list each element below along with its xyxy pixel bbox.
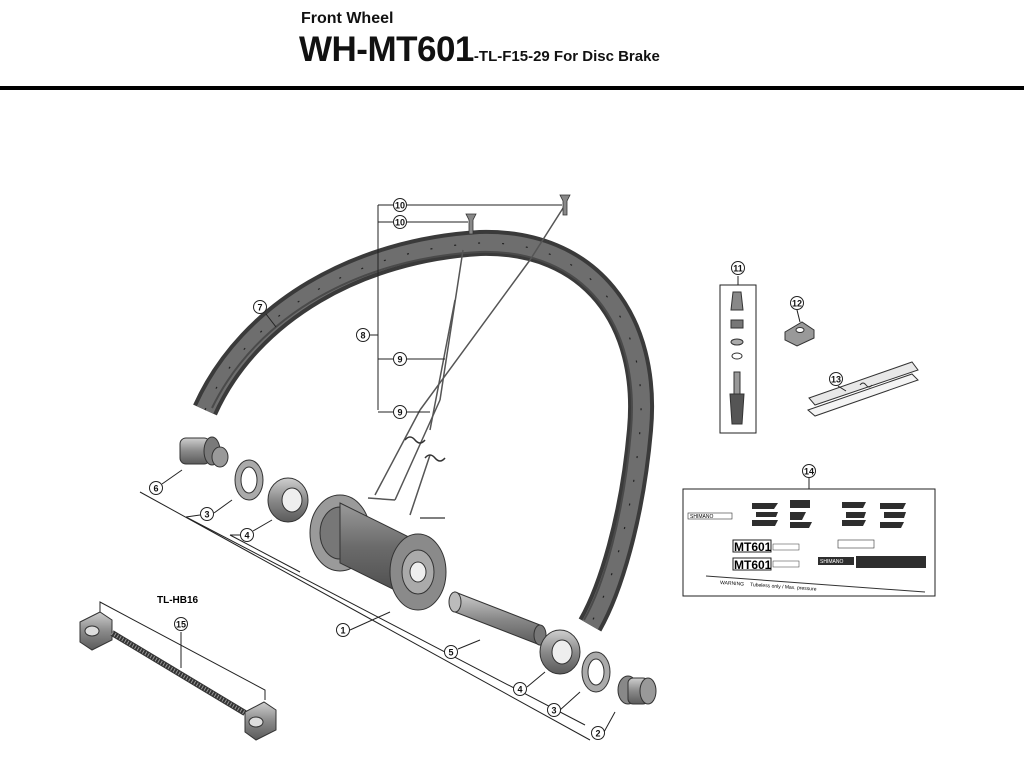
svg-text:6: 6 [153, 484, 158, 494]
callout-9a: 9 [393, 352, 407, 366]
svg-text:14: 14 [804, 467, 814, 477]
svg-text:10: 10 [395, 218, 405, 228]
callout-4-left: 4 [240, 528, 254, 542]
decal-warning-note: Tubeless only / Max. pressure [750, 582, 817, 593]
leader-lines [99, 204, 847, 741]
adapter-label: TL-HB16 [157, 595, 199, 606]
axle [448, 591, 547, 646]
decal-brand-small: SHIMANO [690, 514, 713, 520]
svg-text:15: 15 [176, 620, 186, 630]
svg-text:11: 11 [733, 264, 743, 274]
callout-9b: 9 [393, 405, 407, 419]
spokes [367, 204, 566, 519]
callout-15: 15 [174, 617, 188, 631]
callout-10b: 10 [393, 215, 407, 229]
right-bearing [539, 629, 581, 675]
callout-11: 11 [731, 261, 745, 275]
callout-5: 5 [444, 645, 458, 659]
decal-warning: WARNING [720, 580, 744, 588]
svg-text:1: 1 [340, 626, 345, 636]
svg-text:10: 10 [395, 201, 405, 211]
svg-text:5: 5 [448, 648, 453, 658]
callout-14: 14 [802, 464, 816, 478]
svg-text:8: 8 [360, 331, 365, 341]
tubeless-valve [719, 284, 757, 434]
svg-text:4: 4 [244, 531, 249, 541]
callout-2: 2 [591, 726, 605, 740]
model-suffix: -TL-F15-29 For Disc Brake [473, 48, 660, 65]
svg-text:3: 3 [204, 510, 209, 520]
rim [193, 229, 655, 632]
svg-text:4: 4 [517, 685, 522, 695]
left-end-cap [179, 436, 229, 468]
model-title: WH-MT601-TL-F15-29 For Disc Brake [299, 30, 660, 70]
decal-sheet: SHIMANO MT601 MT601 SHIMANO WARNING Tube… [682, 488, 936, 597]
svg-text:3: 3 [551, 706, 556, 716]
right-end-cap [617, 675, 657, 705]
model-number: WH-MT601 [299, 30, 474, 69]
decal-model-2: MT601 [734, 558, 772, 572]
svg-text:2: 2 [595, 729, 600, 739]
page-subtitle: Front Wheel [301, 10, 394, 27]
callout-8: 8 [356, 328, 370, 342]
callouts: 10 10 8 9 9 7 11 12 13 14 6 3 4 1 5 4 3 … [149, 198, 843, 740]
svg-text:7: 7 [257, 303, 262, 313]
valve-adapter [784, 321, 815, 347]
callout-6: 6 [149, 481, 163, 495]
callout-3-right: 3 [547, 703, 561, 717]
thru-axle-adapter [79, 611, 277, 741]
svg-text:13: 13 [831, 375, 841, 385]
svg-text:9: 9 [397, 355, 402, 365]
callout-13: 13 [829, 372, 843, 386]
callout-7: 7 [253, 300, 267, 314]
spoke-nipples [465, 194, 571, 235]
callout-3-left: 3 [200, 507, 214, 521]
svg-text:12: 12 [792, 299, 802, 309]
header-rule [0, 86, 1024, 90]
callout-10a: 10 [393, 198, 407, 212]
decal-brand-dark: SHIMANO [820, 559, 843, 565]
left-bearing [267, 477, 309, 523]
left-dust-cap [234, 459, 264, 501]
callout-4-right: 4 [513, 682, 527, 696]
svg-text:9: 9 [397, 408, 402, 418]
hub-body [309, 494, 447, 611]
rim-tape [807, 361, 919, 417]
callout-12: 12 [790, 296, 804, 310]
right-dust-cap [581, 651, 611, 693]
callout-1: 1 [336, 623, 350, 637]
decal-model-1: MT601 [734, 540, 772, 554]
header: Front Wheel WH-MT601-TL-F15-29 For Disc … [0, 0, 1024, 92]
